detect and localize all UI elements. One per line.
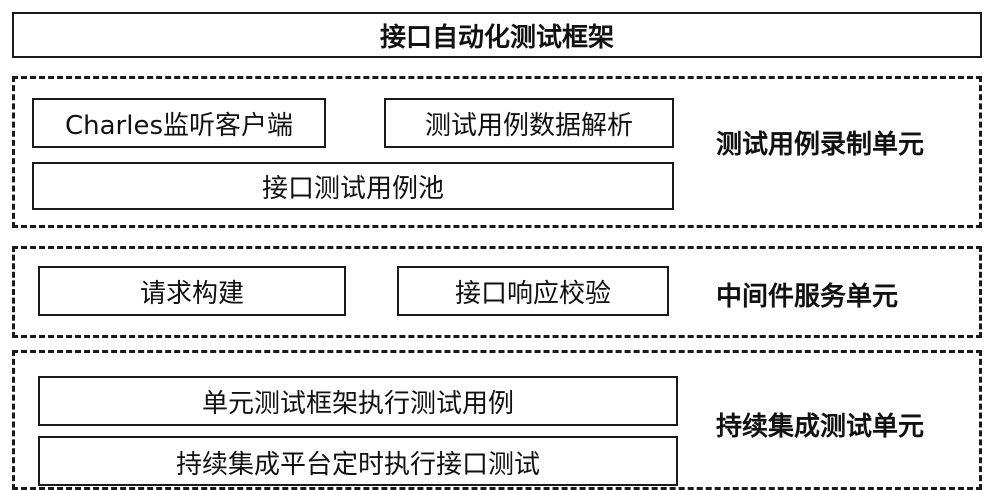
recording-unit-label: 测试用例录制单元	[716, 130, 925, 160]
ci-scheduled-test-module: 持续集成平台定时执行接口测试	[38, 436, 678, 486]
recording-unit-group	[12, 76, 982, 228]
testcase-data-parse-module: 测试用例数据解析	[384, 98, 674, 148]
framework-title: 接口自动化测试框架	[12, 12, 982, 58]
request-build-module: 请求构建	[38, 266, 346, 316]
charles-listener-module: Charles监听客户端	[32, 98, 326, 148]
response-verify-module: 接口响应校验	[397, 266, 669, 316]
middleware-unit-label: 中间件服务单元	[716, 282, 899, 312]
ci-unit-label: 持续集成测试单元	[716, 412, 925, 442]
middleware-unit-group	[12, 246, 982, 338]
unit-test-execute-module: 单元测试框架执行测试用例	[38, 376, 678, 426]
testcase-pool-module: 接口测试用例池	[32, 162, 674, 210]
